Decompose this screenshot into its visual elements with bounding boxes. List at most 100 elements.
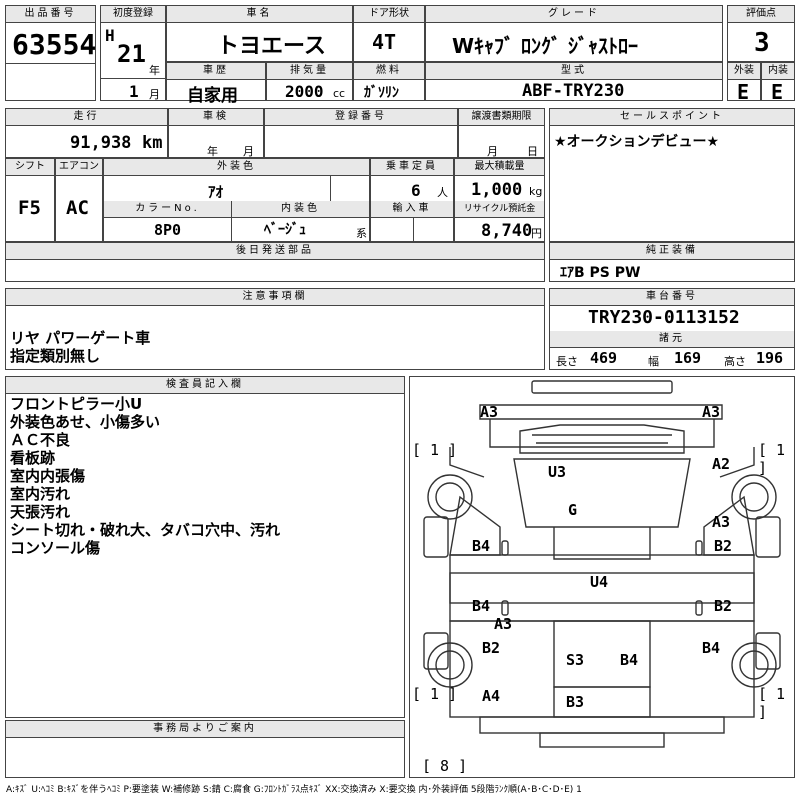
first-registration-cell: 初度登録 H 21 年 1 月 — [100, 5, 166, 101]
fuel-label: 燃料 — [354, 63, 424, 80]
inspector-line-6: 室内汚れ — [10, 485, 71, 503]
recycle-label: リサイクル預託金 — [455, 201, 544, 218]
damage-mark-23: [ 8 ] — [422, 757, 468, 775]
damage-mark-16: B4 — [702, 639, 721, 657]
recycle-unit: 円 — [531, 227, 542, 240]
width: 169 — [674, 349, 702, 367]
caution-line-2: 指定類別無し — [10, 347, 101, 365]
transfer-label: 譲渡書類期限 — [459, 109, 544, 126]
damage-mark-4: [ 1 ] — [758, 441, 786, 477]
displacement-unit: cc — [333, 87, 346, 100]
reg-number-cell: 登録番号 — [264, 108, 458, 158]
equipment-label: 純正装備 — [550, 243, 794, 260]
color-no-label: カラーNo. — [104, 201, 231, 218]
damage-mark-13: B2 — [714, 597, 733, 615]
damage-mark-8: A3 — [712, 513, 731, 531]
inspector-line-5: 室内内張傷 — [10, 467, 86, 485]
caution-line-1: リヤ パワーゲート車 — [10, 329, 151, 347]
lot-number-cell: 出品番号 63554 — [5, 5, 96, 101]
reg-number-label: 登録番号 — [265, 109, 457, 126]
load-unit: kg — [529, 185, 543, 198]
damage-mark-5: U3 — [548, 463, 567, 481]
mileage-cell: 走行 91,938 km — [5, 108, 168, 158]
seats-label: 乗車定員 — [371, 159, 453, 176]
mileage-label: 走行 — [6, 109, 167, 126]
ac-cell: エアコン AC — [55, 158, 103, 242]
inspector-line-4: 看板跡 — [10, 449, 56, 467]
lot-number-label: 出品番号 — [6, 6, 95, 23]
recycle: 8,740 — [481, 221, 533, 241]
damage-mark-1: A3 — [480, 403, 499, 421]
width-label: 幅 — [648, 355, 659, 368]
color-label: 外装色 — [104, 159, 369, 176]
mileage: 91,938 — [70, 133, 132, 153]
damage-mark-20: [ 1 ] — [758, 685, 786, 721]
score-label: 評価点 — [728, 6, 794, 23]
score-cell: 評価点 3 — [727, 5, 795, 62]
int-color: ﾍﾞｰｼﾞｭ — [264, 222, 306, 238]
height: 196 — [756, 349, 784, 367]
damage-mark-11: U4 — [590, 573, 609, 591]
height-label: 高さ — [724, 355, 746, 368]
first-reg-label: 初度登録 — [101, 6, 165, 23]
transfer-month-unit: 月 — [487, 145, 498, 158]
shift-cell: シフト F5 — [5, 158, 55, 242]
damage-mark-3: [ 1 ] — [412, 441, 458, 459]
ac-label: エアコン — [56, 159, 102, 176]
sales-point-label: セールスポイント — [550, 109, 794, 126]
mileage-unit: km — [142, 133, 163, 153]
damage-mark-22: B3 — [566, 693, 585, 711]
month-unit: 月 — [149, 88, 160, 101]
sales-point-cell: セールスポイント ★オークションデビュー★ — [549, 108, 795, 242]
equipment: ｴｱB PS PW — [560, 265, 641, 281]
history: 自家用 — [187, 86, 238, 106]
inspector-line-7: 天張汚れ — [10, 503, 71, 521]
chassis-number: TRY230-0113152 — [588, 307, 740, 328]
inspection-label: 車検 — [169, 109, 263, 126]
fuel: ｶﾞｿﾘﾝ — [364, 85, 399, 101]
damage-mark-12: B4 — [472, 597, 491, 615]
history-cell: 車歴 自家用 — [166, 62, 266, 106]
chassis-label: 車台番号 — [550, 289, 794, 306]
year-unit: 年 — [149, 64, 160, 77]
interior-label: 内装 — [762, 63, 794, 80]
damage-mark-2: A3 — [702, 403, 721, 421]
damage-mark-7: G — [568, 501, 578, 519]
door-label: ドア形状 — [354, 6, 424, 23]
model-cell: 型式 ABF-TRY230 — [425, 62, 723, 101]
seats-cell: 乗車定員 6 人 輸入車 — [370, 158, 454, 243]
car-name-label: 車名 — [167, 6, 352, 23]
inspector-line-2: 外装色あせ、小傷多い — [10, 413, 161, 431]
legend: A:ｷｽﾞ U:ﾍｺﾐ B:ｷｽﾞを伴うﾍｺﾐ P:要塗装 W:補修跡 S:錆 … — [6, 785, 582, 795]
shift: F5 — [18, 197, 41, 219]
load-label: 最大積載量 — [455, 159, 544, 176]
seats-unit: 人 — [437, 186, 448, 199]
displacement: 2000 — [285, 82, 324, 101]
inspection-month-unit: 月 — [243, 145, 254, 158]
spec-label: 諸元 — [550, 331, 794, 348]
chassis-cell: 車台番号 TRY230-0113152 諸元 長さ 469 幅 169 高さ 1… — [549, 288, 795, 370]
later-parts-label: 後日発送部品 — [6, 243, 544, 260]
grade: Wｷｬﾌﾞ ﾛﾝｸﾞ ｼﾞｬｽﾄﾛｰ — [452, 34, 638, 58]
seats: 6 — [411, 181, 421, 200]
inspector-line-9: コンソール傷 — [10, 539, 101, 557]
score: 3 — [754, 28, 770, 58]
reg-month: 1 — [129, 82, 139, 101]
era: H — [105, 26, 115, 45]
exterior-grade-cell: 外装 E — [727, 62, 761, 104]
damage-mark-21: A4 — [482, 687, 501, 705]
car-name: トヨエース — [217, 34, 326, 59]
grade-cell: グレード Wｷｬﾌﾞ ﾛﾝｸﾞ ｼﾞｬｽﾄﾛｰ — [425, 5, 723, 62]
inspection-cell: 車検 年 月 — [168, 108, 264, 158]
damage-mark-10: B2 — [714, 537, 733, 555]
damage-mark-6: A2 — [712, 455, 731, 473]
door-cell: ドア形状 4T — [353, 5, 425, 62]
damage-mark-19: [ 1 ] — [412, 685, 458, 703]
caution-cell: 注意事項欄 リヤ パワーゲート車 指定類別無し — [5, 288, 545, 370]
displacement-cell: 排気量 2000 cc — [266, 62, 353, 101]
exterior-grade: E — [737, 80, 750, 104]
caution-label: 注意事項欄 — [6, 289, 544, 306]
int-color-unit: 系 — [356, 227, 367, 240]
inspector-line-1: フロントピラー小U — [10, 395, 143, 413]
damage-mark-9: B4 — [472, 537, 491, 555]
